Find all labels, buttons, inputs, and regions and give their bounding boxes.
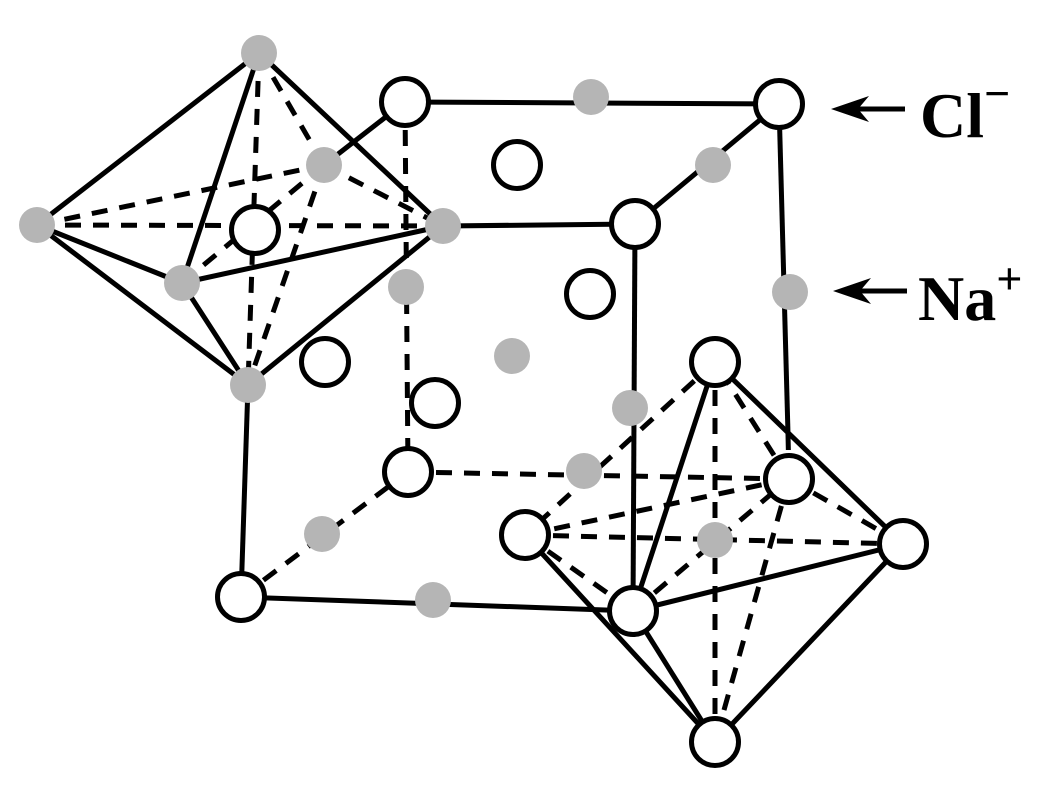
chloride-ion-corner-back-top-right-label-target xyxy=(753,78,805,130)
sodium-ion-edge-mid-back-right-label-target xyxy=(772,274,808,310)
chloride-ion-face-center-front xyxy=(409,377,461,429)
hidden-edge-lines xyxy=(36,51,905,743)
sodium-ion-edge-mid-top-back xyxy=(573,79,609,115)
edge-dashed xyxy=(787,476,905,547)
chloride-ion-face-center-right-octahedron2-top xyxy=(689,336,741,388)
sodium-ion-edge-mid-bottom-right-octahedron2-center xyxy=(697,522,733,558)
edge-solid xyxy=(630,361,718,612)
visible-edge-lines xyxy=(35,51,905,744)
edge-solid xyxy=(257,51,445,228)
edge-solid xyxy=(36,222,183,286)
chloride-ion-corner-back-top-left xyxy=(379,76,431,128)
chloride-ion-face-center-top xyxy=(491,139,543,191)
sodium-symbol: Na xyxy=(918,263,996,334)
edge-dashed xyxy=(523,532,635,614)
sodium-arrow-head-icon xyxy=(833,278,871,304)
edge-solid xyxy=(35,51,261,227)
edge-dashed xyxy=(524,532,904,547)
chloride-ion-corner-back-bottom-left-hidden xyxy=(382,446,434,498)
sodium-label: Na+ xyxy=(918,253,1022,334)
edge-solid xyxy=(442,221,636,229)
chloride-label: Cl− xyxy=(920,68,1010,151)
chloride-ion-face-center-bottom-octahedron2-left xyxy=(499,509,551,561)
sodium-ion-edge-mid-top-front-octahedron1-right-vertex xyxy=(425,208,461,244)
edge-solid xyxy=(179,281,251,387)
edge-dashed xyxy=(245,164,327,386)
sodium-ion-edge-mid-front-right xyxy=(612,390,648,426)
annotations: Cl− Na+ xyxy=(831,68,1022,334)
edge-solid xyxy=(238,384,251,598)
edge-solid xyxy=(713,360,905,546)
edge-solid xyxy=(35,223,250,387)
sodium-annotation: Na+ xyxy=(833,253,1022,334)
edge-solid xyxy=(523,533,717,744)
chloride-ion-corner-front-bottom-right-octahedron2-front xyxy=(607,585,659,637)
edge-dashed xyxy=(524,476,790,538)
chloride-ion-corner-front-bottom-left xyxy=(215,571,267,623)
chloride-symbol: Cl xyxy=(920,80,984,151)
edge-solid xyxy=(632,541,904,614)
sodium-ion-edge-mid-bottom-left xyxy=(304,516,340,552)
sodium-ion-edge-mid-top-right xyxy=(695,147,731,183)
sodium-ion-octahedron1-left-vertex xyxy=(19,207,55,243)
edge-dashed xyxy=(402,101,411,473)
edge-solid xyxy=(246,224,445,387)
edge-dashed xyxy=(256,51,327,167)
sodium-ion-edge-mid-back-left xyxy=(388,269,424,305)
chloride-annotation: Cl− xyxy=(831,68,1010,151)
chloride-charge: − xyxy=(984,68,1010,119)
edge-dashed xyxy=(631,477,791,613)
sodium-charge: + xyxy=(996,253,1022,304)
chloride-ion-face-center-back xyxy=(564,268,616,320)
chloride-ion-octahedron2-right-vertex-outside-cell xyxy=(877,518,929,570)
sodium-ion-octahedron1-top-vertex xyxy=(241,35,277,71)
chloride-ion-corner-front-top-left-octahedron1-center xyxy=(229,204,281,256)
edge-dashed xyxy=(36,162,325,228)
sodium-ion-body-center xyxy=(494,338,530,374)
sodium-ion-edge-mid-left-front-octahedron1-bottom-vertex xyxy=(230,367,266,403)
edge-dashed xyxy=(322,162,445,229)
edge-dashed xyxy=(239,469,410,600)
chloride-ion-face-center-left xyxy=(299,336,351,388)
edge-solid xyxy=(776,103,791,435)
chloride-ion-octahedron2-bottom-vertex-outside-cell xyxy=(689,716,741,768)
edge-solid xyxy=(179,52,262,284)
edge-solid xyxy=(713,542,905,744)
edge-solid xyxy=(181,223,444,286)
chloride-ion-corner-front-top-right xyxy=(609,198,661,250)
chloride-arrow-head-icon xyxy=(831,96,869,122)
sodium-ion-edge-mid-bottom-front xyxy=(415,582,451,618)
chloride-ion-corner-back-bottom-right-octahedron2-back xyxy=(763,453,815,505)
edge-dashed xyxy=(407,469,790,482)
sodium-ion-edge-mid-top-left-octahedron1-back-vertex xyxy=(306,147,342,183)
edge-dashed xyxy=(523,360,717,537)
sodium-ion-edge-mid-bottom-back xyxy=(566,453,602,489)
sodium-ion-octahedron1-front-vertex xyxy=(164,265,200,301)
edge-dashed xyxy=(712,478,792,743)
ion-circles xyxy=(19,35,929,768)
